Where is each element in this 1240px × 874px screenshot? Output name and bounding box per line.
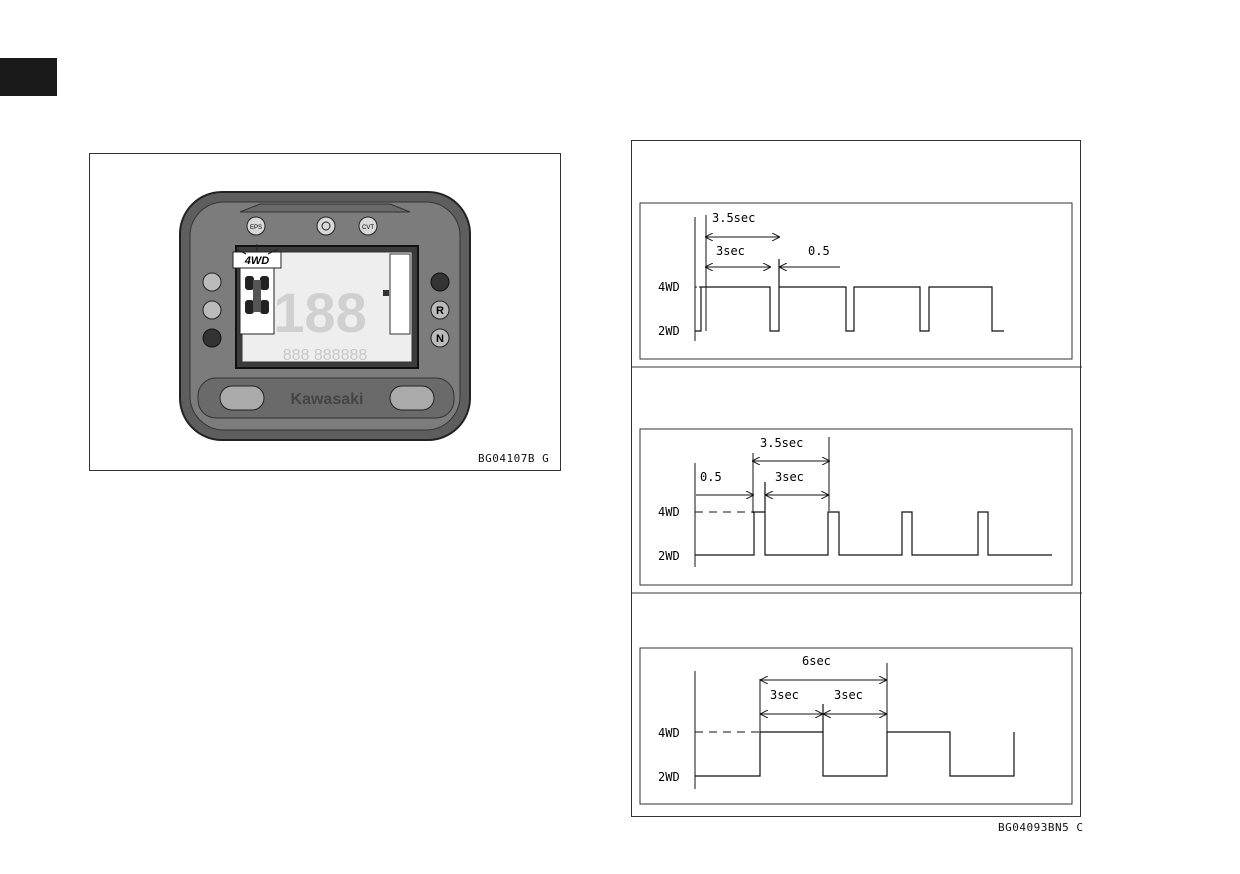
panel2-2wd-label: 2WD	[658, 549, 680, 563]
reverse-indicator-label: R	[436, 305, 444, 317]
panel2-4wd-label: 4WD	[658, 505, 680, 519]
neutral-indicator-label: N	[436, 333, 444, 345]
timing-panel-1: 4WD 2WD 3.5sec 3sec 0.5	[639, 202, 1073, 360]
right-figure-caption: BG04093BN5 C	[998, 821, 1084, 834]
brand-logo-text: Kawasaki	[291, 391, 364, 408]
svg-text:188: 188	[273, 281, 366, 344]
left-figure-caption: BG04107B G	[478, 452, 550, 465]
meter-illustration: EPS CVT 4WD 188 888 888888 R N	[179, 191, 471, 441]
meter-illustration-frame: EPS CVT 4WD 188 888 888888 R N	[89, 153, 561, 471]
panel2-dim-3-5sec: 3.5sec	[760, 436, 803, 450]
panel1-dim-3-5sec: 3.5sec	[712, 211, 755, 225]
panel3-dim-3sec-a: 3sec	[770, 688, 799, 702]
panel3-4wd-label: 4WD	[658, 726, 680, 740]
4wd-indicator-text: 4WD	[244, 255, 270, 267]
panel3-dim-6sec: 6sec	[802, 654, 831, 668]
panel1-2wd-label: 2WD	[658, 324, 680, 338]
panel1-dim-0-5: 0.5	[808, 244, 830, 258]
panel1-4wd-label: 4WD	[658, 280, 680, 294]
svg-text:888 888888: 888 888888	[283, 347, 368, 364]
panel3-dim-3sec-b: 3sec	[834, 688, 863, 702]
panel1-dim-3sec: 3sec	[716, 244, 745, 258]
timing-panel-3: 4WD 2WD 6sec 3sec 3sec	[639, 647, 1073, 805]
cvt-indicator-label: CVT	[362, 225, 374, 231]
timing-panel-2: 4WD 2WD 3.5sec 0.5 3sec	[639, 428, 1073, 586]
section-tab-marker	[0, 58, 57, 96]
timing-diagram-frame: 4WD 2WD 3.5sec 3sec 0.5 4WD 2WD	[631, 140, 1082, 817]
panel2-dim-3sec: 3sec	[775, 470, 804, 484]
panel3-2wd-label: 2WD	[658, 770, 680, 784]
eps-indicator-label: EPS	[250, 225, 262, 231]
panel2-dim-0-5: 0.5	[700, 470, 722, 484]
timing-diagrams: 4WD 2WD 3.5sec 3sec 0.5 4WD 2WD	[632, 202, 1082, 805]
